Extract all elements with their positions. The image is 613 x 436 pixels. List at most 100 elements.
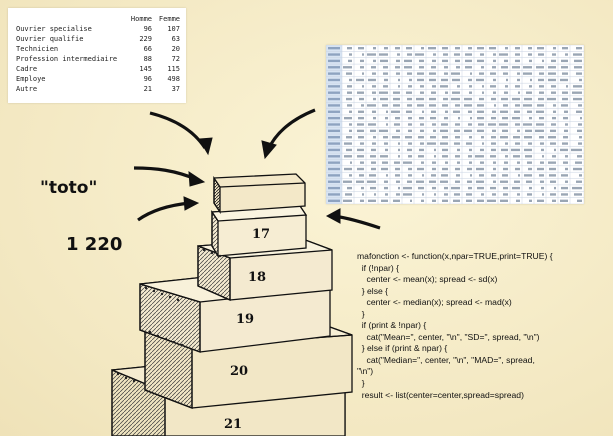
grid-cell-mark: [372, 85, 376, 88]
grid-cell-mark: [490, 155, 496, 158]
grid-cell-mark: [573, 167, 582, 171]
grid-cell-mark: [491, 116, 496, 120]
table-row: Employe 96 498: [16, 74, 180, 84]
grid-cell-mark: [328, 180, 340, 183]
grid-cell-mark: [561, 174, 568, 177]
grid-cell-mark: [573, 85, 582, 88]
grid-cell-mark: [580, 116, 582, 120]
grid-cell-mark: [536, 110, 544, 113]
grid-cell-mark: [499, 123, 508, 126]
grid-cell-mark: [328, 155, 340, 158]
grid-cell-mark: [455, 104, 460, 107]
grid-cell-mark: [527, 161, 532, 164]
grid-cell-mark: [420, 91, 424, 94]
grid-cell-mark: [539, 136, 544, 139]
grid-cell-mark: [398, 148, 400, 152]
grid-cell-mark: [367, 53, 376, 56]
grid-cell-mark: [469, 148, 472, 152]
grid-cell-mark: [349, 53, 352, 56]
grid-cell-mark: [572, 186, 582, 190]
grid-cell-mark: [492, 66, 496, 69]
grid-cell-mark: [553, 47, 556, 50]
grid-cell-mark: [393, 91, 400, 94]
grid-cell-mark: [373, 47, 376, 50]
grid-cell-mark: [482, 142, 484, 145]
grid-cell-mark: [527, 193, 532, 196]
code-line: if (!npar) {: [357, 262, 400, 273]
grid-cell-mark: [561, 59, 568, 63]
grid-cell-mark: [328, 148, 340, 152]
grid-cell-mark: [418, 136, 424, 139]
grid-cell-mark: [538, 78, 544, 82]
grid-cell-mark: [346, 72, 352, 75]
code-line: cat("Mean=", center, "\n", "SD=", spread…: [357, 331, 540, 342]
grid-cell-mark: [451, 186, 460, 190]
grid-cell-mark: [512, 116, 520, 120]
grid-cell-mark: [503, 193, 508, 196]
grid-cell-mark: [381, 167, 388, 171]
grid-cell-mark: [548, 161, 556, 164]
grid-cell-mark: [407, 53, 412, 56]
grid-cell-mark: [453, 199, 460, 202]
grid-cell-mark: [419, 66, 424, 69]
grid-cell-mark: [493, 78, 496, 82]
data-grid-card: [326, 45, 584, 204]
grid-cell-mark: [515, 47, 520, 50]
grid-cell-mark: [440, 85, 448, 88]
grid-cell-mark: [467, 167, 472, 171]
grid-cell-mark: [547, 97, 556, 101]
grid-cell-mark: [573, 97, 582, 101]
grid-cell-mark: [429, 97, 436, 101]
grid-cell-mark: [408, 129, 412, 133]
grid-cell-mark: [386, 174, 388, 177]
grid-cell-mark: [456, 174, 460, 177]
grid-cell-mark: [432, 186, 436, 190]
grid-cell-mark: [396, 193, 400, 196]
grid-cell-mark: [357, 167, 364, 171]
grid-cell-mark: [407, 180, 412, 183]
grid-cell-mark: [396, 180, 400, 183]
cell-homme: 96: [143, 25, 152, 33]
grid-cell-mark: [493, 180, 496, 183]
grid-cell-mark: [370, 129, 376, 133]
grid-cell-mark: [357, 129, 364, 133]
grid-cell-mark: [525, 155, 532, 158]
grid-cell-mark: [328, 142, 340, 145]
grid-cell-mark: [395, 116, 400, 120]
grid-cell-mark: [548, 78, 556, 82]
grid-cell-mark: [408, 142, 412, 145]
grid-cell-mark: [429, 180, 436, 183]
code-line: if (print & !npar) {: [357, 320, 427, 331]
grid-cell-mark: [455, 47, 460, 50]
grid-cell-mark: [480, 53, 484, 56]
code-line: cat("Median=", center, "\n", "MAD=", spr…: [357, 354, 535, 365]
grid-cell-mark: [371, 66, 376, 69]
grid-cell-mark: [408, 123, 412, 126]
grid-cell-mark: [408, 167, 412, 171]
contingency-table: Homme Femme Ouvrier specialise 96 107 Ou…: [16, 14, 180, 94]
grid-cell-mark: [371, 167, 376, 171]
grid-cell-mark: [407, 104, 412, 107]
grid-cell-mark: [500, 136, 508, 139]
grid-cell-mark: [562, 97, 568, 101]
grid-cell-mark: [530, 78, 532, 82]
grid-cell-mark: [553, 110, 556, 113]
grid-cell-mark: [515, 53, 520, 56]
grid-cell-mark: [357, 155, 364, 158]
grid-cell-mark: [469, 161, 472, 164]
grid-cell-mark: [432, 199, 436, 202]
grid-cell-mark: [455, 136, 460, 139]
cell-homme: 88: [143, 55, 152, 63]
grid-cell-mark: [379, 129, 388, 133]
grid-cell-mark: [552, 199, 556, 202]
grid-cell-mark: [578, 142, 582, 145]
grid-cell-mark: [523, 66, 532, 69]
grid-cell-mark: [430, 116, 436, 120]
grid-cell-mark: [359, 97, 364, 101]
grid-cell-mark: [476, 167, 484, 171]
grid-cell-mark: [577, 199, 582, 202]
grid-cell-mark: [548, 136, 556, 139]
grid-cell-mark: [393, 104, 400, 107]
code-snippet: mafonction <- function(x,npar=TRUE,print…: [357, 251, 607, 401]
table-row: Ouvrier qualifie 229 63: [16, 34, 180, 44]
